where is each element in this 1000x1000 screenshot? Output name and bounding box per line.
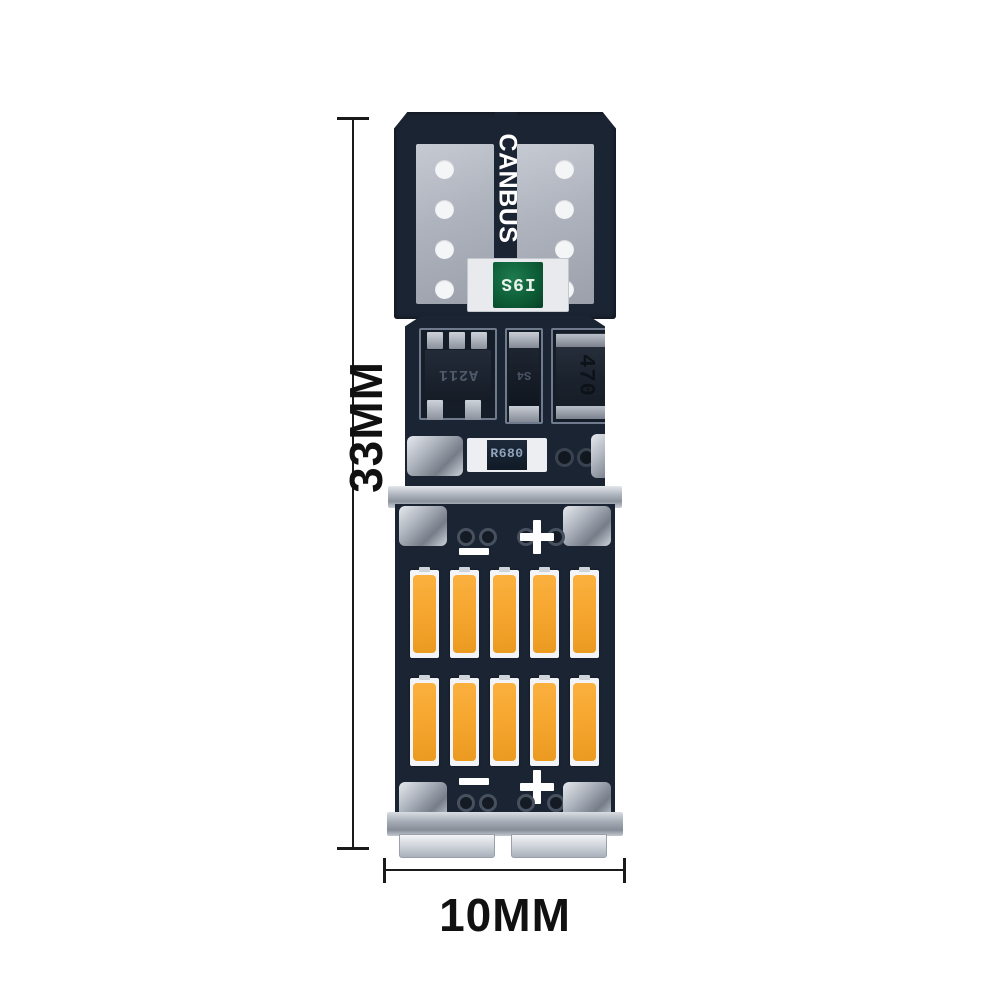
led-emitter [490,567,519,658]
driver-ic-a211: A211 [419,328,497,420]
resistor-r680: R680 [467,438,547,472]
resistor-body: R680 [487,440,527,470]
led-anode-tab [539,567,550,572]
led-anode-tab [459,567,470,572]
resistor-marking: R680 [490,446,524,461]
via-hole [555,200,574,219]
led-anode-tab [419,567,430,572]
diode-terminal-bottom [509,406,539,422]
via-hole [555,160,574,179]
polarity-positive-top [520,520,554,554]
pcb-head-section: CANBUS I9S [394,112,616,319]
metal-clip-bar [388,486,622,508]
led-phosphor [493,575,516,653]
led-anode-tab [419,675,430,680]
led-phosphor [573,683,596,761]
led-anode-tab [459,675,470,680]
inductor-terminal-top [556,334,605,347]
pad-ring [479,528,497,546]
led-emitter [490,675,519,766]
led-emitter [530,675,559,766]
width-dimension-cap-right [623,858,626,883]
ic-pin [465,400,481,420]
base-contact-tab-left [399,834,495,858]
via-hole [435,160,454,179]
ic-pin [427,400,443,420]
height-dimension-line [352,118,354,850]
pad-ring [479,794,497,812]
pad-ring [517,794,535,812]
led-phosphor [453,575,476,653]
canbus-label: CANBUS [493,133,522,244]
led-anode-tab [579,567,590,572]
led-anode-tab [579,675,590,680]
led-emitter [450,567,479,658]
ic-pin [427,332,443,349]
polarity-positive-bottom [520,770,554,804]
solder-joint-top-left [399,506,447,546]
led-anode-tab [499,567,510,572]
ic-body: A211 [425,350,491,402]
inductor-470: 470 [551,328,605,424]
diode-terminal-top [509,332,539,348]
pad-ring [457,794,475,812]
ic-pin [471,332,487,349]
inductor-terminal-bottom [556,406,605,419]
pcb-led-section [395,504,615,828]
diode-s4: S4 [505,328,543,424]
diode-marking: S4 [516,368,532,382]
led-phosphor [413,575,436,653]
solder-joint-left [407,436,463,476]
pcb-driver-section: A211 S4 470 R680 [405,316,605,488]
inductor-body: 470 [556,333,605,419]
via-hole [435,280,454,299]
fuse-resistor-i9s: I9S [467,258,569,312]
polarity-negative-bottom [459,778,489,785]
led-phosphor [533,683,556,761]
led-phosphor [493,683,516,761]
led-anode-tab [539,675,550,680]
base-metal-bar [387,812,623,836]
base-contact-tab-right [511,834,607,858]
via-hole [435,200,454,219]
led-emitter [410,567,439,658]
width-dimension-label: 10MM [439,889,571,941]
pad-ring [457,528,475,546]
solder-joint-right [591,434,605,478]
fuse-resistor-body: I9S [493,262,543,308]
polarity-negative-top [459,548,489,555]
led-emitter [450,675,479,766]
height-dimension-cap-bottom [337,847,369,850]
led-emitter [570,567,599,658]
via-hole [435,240,454,259]
led-anode-tab [499,675,510,680]
solder-joint-top-right [563,506,611,546]
width-dimension-line [383,869,626,871]
led-phosphor [533,575,556,653]
fuse-resistor-code: I9S [500,273,536,293]
via-hole [555,240,574,259]
led-phosphor [413,683,436,761]
diode-body: S4 [509,348,539,406]
led-bulb-pcb: CANBUS I9S A211 [383,112,627,858]
ic-marking: A211 [438,366,479,383]
led-emitter [530,567,559,658]
test-point [555,448,574,467]
led-emitter [410,675,439,766]
inductor-marking: 470 [573,354,599,397]
led-phosphor [453,683,476,761]
led-phosphor [573,575,596,653]
ic-pin [449,332,465,349]
canbus-silkscreen-strip: CANBUS [494,112,522,278]
led-emitter [570,675,599,766]
